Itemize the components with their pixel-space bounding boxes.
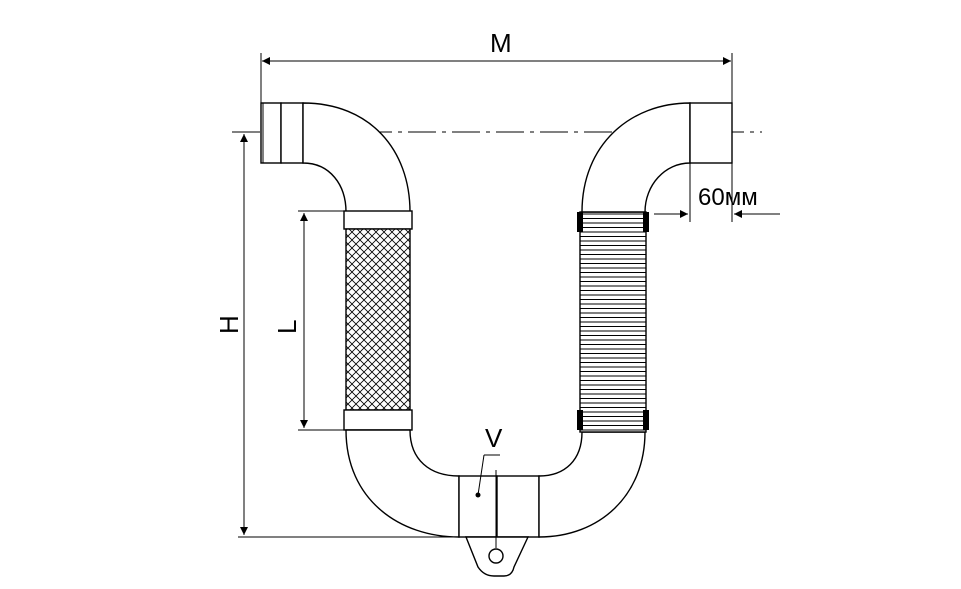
dimension-m (260, 53, 733, 103)
left-end-fitting (260, 102, 304, 164)
mounting-hole (488, 548, 504, 564)
label-m: M (490, 28, 512, 58)
v-leader (475, 454, 500, 498)
center-sleeve (458, 475, 540, 538)
label-offset: 60мм (698, 184, 758, 211)
left-lower-clamp (343, 409, 413, 431)
label-h: H (214, 315, 244, 334)
dimension-h (232, 131, 470, 538)
label-l: L (272, 320, 302, 334)
corrugated-hose (577, 211, 649, 433)
left-upper-clamp (343, 210, 413, 230)
left-bottom-elbow (345, 429, 460, 538)
right-top-elbow (581, 102, 691, 213)
dimension-l (298, 210, 344, 431)
right-end-fitting (689, 102, 733, 164)
right-bottom-elbow (538, 431, 646, 538)
braided-hose (345, 228, 411, 411)
dimension-60mm (654, 163, 780, 222)
left-top-elbow (302, 102, 411, 213)
label-v: V (485, 423, 503, 453)
